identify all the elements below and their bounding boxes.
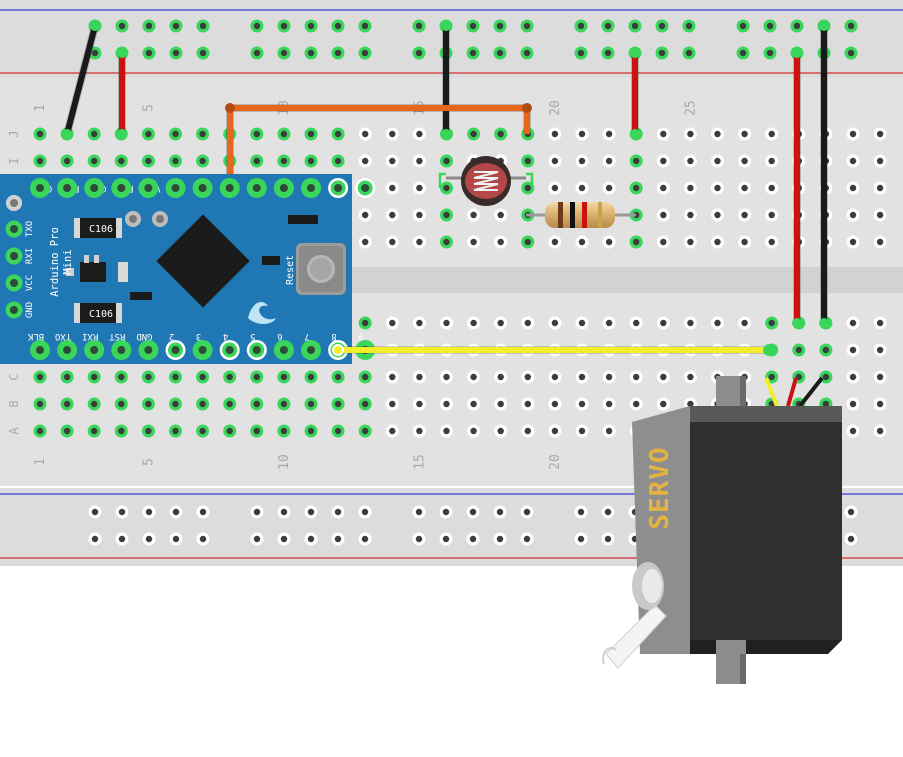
logo-icon [248,302,276,324]
column-number: 1 [33,104,48,112]
capacitor-bottom-label: C106 [89,309,113,320]
capacitor-bottom: C106 [74,303,122,323]
side-pin-label: RXI [25,248,35,264]
smd-component [262,256,280,265]
column-number: 5 [141,458,156,466]
row-letter: B [7,400,21,407]
wire-gnd-rail [64,23,98,137]
pin-label-bottom: 9 [358,331,363,341]
capacitor-top-label: C106 [89,224,113,235]
side-pin-label: TXO [25,221,35,237]
wires-top [332,344,775,356]
row-letter: C [7,373,21,380]
column-number: 10 [277,454,292,470]
column-number: 15 [412,454,427,470]
smd-component [130,292,152,300]
pin-label-bottom: 4 [223,331,228,341]
pin-label-bottom: 3 [196,331,201,341]
side-pin-label: VCC [25,275,35,291]
reset-button[interactable] [296,243,346,295]
pin-label-bottom: RXI [82,331,98,341]
smd-component [288,215,318,224]
row-letter: J [7,130,21,137]
pin-label-bottom: 8 [331,331,336,341]
pin-label-bottom: 6 [277,331,282,341]
capacitor-top: C106 [74,218,122,238]
row-letter: I [7,157,21,164]
microcontroller-chip [156,214,250,308]
column-number: 20 [548,100,563,116]
row-letter: A [7,427,21,435]
pin-label-bottom: RST [109,331,126,341]
top-power-rail [0,0,903,78]
column-number: 5 [141,104,156,112]
photoresistor [438,156,534,206]
pin-label-bottom: 5 [250,331,255,341]
voltage-regulator [66,255,106,282]
board-name-line2: Mini [62,249,74,274]
pin-label-bottom: TXO [55,331,71,341]
arduino-pro-mini: GRNRAWGNDRSTVCCA3A2A1A013121110BLKTXORXI… [0,174,376,364]
pin-label-bottom: 7 [304,331,309,341]
pin-label-bottom: BLK [27,331,44,341]
side-pin-label: GND [25,302,35,318]
servo-motor: SERVO [602,376,842,684]
wire-a0-signal [227,105,530,188]
reset-label: Reset [285,255,296,285]
column-number: 1 [33,458,48,466]
column-number: 25 [683,100,698,116]
resistor [526,202,636,228]
servo-horn [602,562,667,669]
servo-body [690,422,842,640]
smd-component [118,262,128,282]
pin-label-bottom: 2 [169,331,174,341]
pin-label-bottom: GND [136,331,152,341]
column-number: 20 [548,454,563,470]
wires [62,21,829,328]
servo-label: SERVO [645,446,675,529]
board-name-line1: Arduino Pro [49,227,61,297]
